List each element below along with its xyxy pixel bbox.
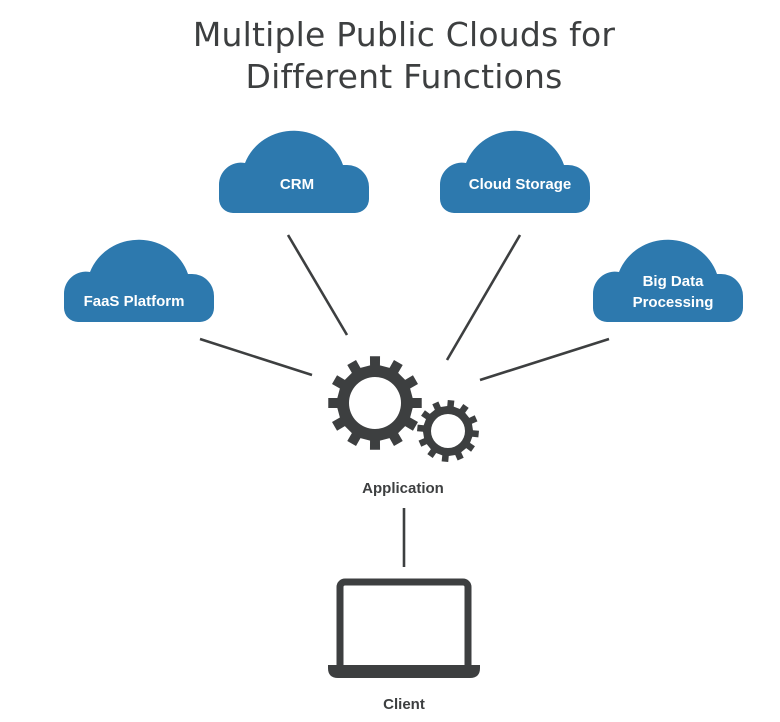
title-line-2: Different Functions xyxy=(245,57,563,96)
connector-crm xyxy=(286,234,349,336)
cloud-crm: CRM xyxy=(218,130,369,213)
connector-storage xyxy=(445,234,522,361)
cloud-label: Cloud Storage xyxy=(469,176,572,193)
cloud-icon xyxy=(439,130,590,213)
client-node: Client xyxy=(328,578,480,713)
application-node: Application xyxy=(328,356,479,497)
cloud-label-line-1: Big Data xyxy=(643,273,705,290)
laptop-base xyxy=(328,665,480,678)
cloud-icon xyxy=(218,130,369,213)
cloud-big-data-processing: Big Data Processing xyxy=(592,239,743,322)
connector-faas xyxy=(199,337,313,377)
title-line-1: Multiple Public Clouds for xyxy=(192,15,616,54)
application-label: Application xyxy=(362,480,444,497)
cloud-label: CRM xyxy=(280,176,314,193)
cloud-label: FaaS Platform xyxy=(84,293,185,310)
diagram-title: Multiple Public Clouds for Different Fun… xyxy=(0,14,780,98)
cloud-storage: Cloud Storage xyxy=(439,130,590,213)
connectors xyxy=(199,234,610,567)
laptop-icon xyxy=(328,578,480,678)
client-label: Client xyxy=(383,696,425,713)
laptop-screen xyxy=(336,578,472,676)
small-gear-icon xyxy=(417,400,479,462)
cloud-label-line-2: Processing xyxy=(633,294,714,311)
large-gear-icon xyxy=(328,356,422,450)
gears-icon xyxy=(328,356,479,462)
connector-bigdata xyxy=(479,337,610,382)
cloud-faas-platform: FaaS Platform xyxy=(63,239,214,322)
